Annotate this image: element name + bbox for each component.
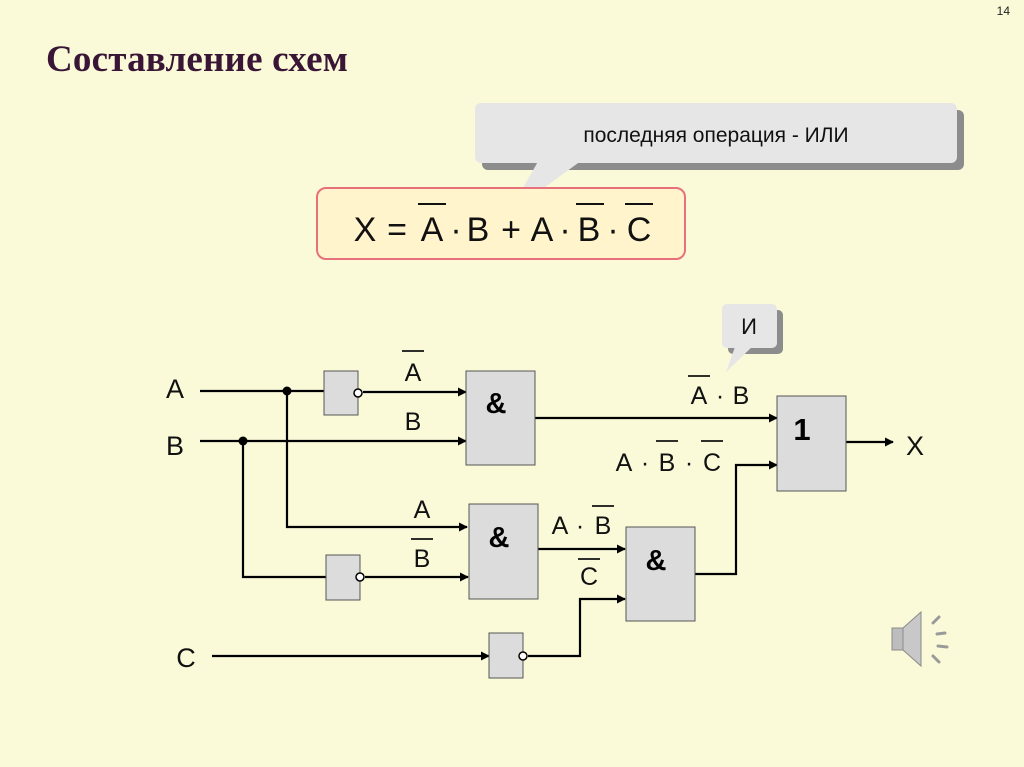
and-gate-3: & bbox=[625, 526, 696, 622]
wire-label-out2-c: C bbox=[703, 449, 721, 477]
wire-label-ab-b: B bbox=[595, 512, 612, 540]
wire-label-a: A bbox=[414, 496, 431, 524]
formula-dot-3: · bbox=[607, 211, 618, 249]
wire-a-to-and2 bbox=[285, 391, 468, 532]
and-gate-2-symbol: & bbox=[489, 522, 510, 554]
input-b-label: B bbox=[166, 431, 184, 461]
wire-label-ab-a: A bbox=[552, 512, 569, 540]
and-gate-1: & bbox=[465, 370, 536, 466]
output-x-label: X bbox=[906, 431, 924, 461]
wire-label-out2-dot2: · bbox=[685, 449, 693, 477]
wire-label-out1-b: B bbox=[733, 382, 750, 410]
formula-box: X = A · B + A · B · C bbox=[316, 187, 686, 260]
wire-label-out2-b: B bbox=[659, 449, 676, 477]
and-gate-1-symbol: & bbox=[486, 388, 507, 420]
input-a-label: A bbox=[166, 374, 184, 404]
not-gate-a bbox=[323, 370, 363, 416]
formula-plus: + bbox=[501, 211, 521, 249]
wire-not-c-to-and3 bbox=[528, 594, 626, 658]
page-title: Составление схем bbox=[46, 39, 349, 80]
formula-lhs: X bbox=[354, 211, 377, 249]
wire-label-out2-a: A bbox=[616, 449, 633, 477]
speaker-icon[interactable] bbox=[891, 610, 949, 668]
not-gate-b bbox=[325, 554, 365, 601]
formula-term1-a: A bbox=[421, 211, 444, 249]
formula-term2-a: A bbox=[531, 211, 554, 249]
wire-b-to-not-b bbox=[241, 441, 326, 579]
wire-label-out1-a: A bbox=[691, 382, 708, 410]
wire-label-not-a: A bbox=[405, 359, 422, 387]
not-gate-c bbox=[488, 632, 528, 679]
callout-and-text: И bbox=[741, 314, 757, 339]
callout-last-operation-text: последняя операция - ИЛИ bbox=[583, 124, 848, 147]
junction-b bbox=[238, 436, 248, 446]
callout-last-operation: последняя операция - ИЛИ bbox=[475, 103, 964, 214]
callout-and: И bbox=[722, 304, 783, 372]
wire-label-ab-dot: · bbox=[576, 512, 584, 540]
formula-equals: = bbox=[387, 211, 407, 249]
or-gate-symbol: 1 bbox=[793, 412, 810, 447]
formula-dot-2: · bbox=[559, 211, 570, 249]
slide-number: 14 bbox=[996, 4, 1010, 18]
wire-label-not-c: C bbox=[580, 563, 598, 591]
formula-term1-b: B bbox=[467, 211, 490, 249]
wire-label-out1-dot: · bbox=[716, 382, 724, 410]
wire-label-out2-dot1: · bbox=[641, 449, 649, 477]
input-c-label: C bbox=[176, 643, 196, 673]
formula-term2-b: B bbox=[578, 211, 601, 249]
formula-dot-1: · bbox=[450, 211, 461, 249]
wire-label-not-b: B bbox=[414, 545, 431, 573]
and-gate-3-symbol: & bbox=[646, 545, 667, 577]
or-gate: 1 bbox=[776, 395, 847, 492]
junction-a bbox=[282, 386, 292, 396]
wire-label-b: B bbox=[405, 408, 422, 436]
formula-term2-c: C bbox=[627, 211, 652, 249]
wire-and3-to-or bbox=[695, 460, 778, 576]
and-gate-2: & bbox=[468, 503, 539, 600]
